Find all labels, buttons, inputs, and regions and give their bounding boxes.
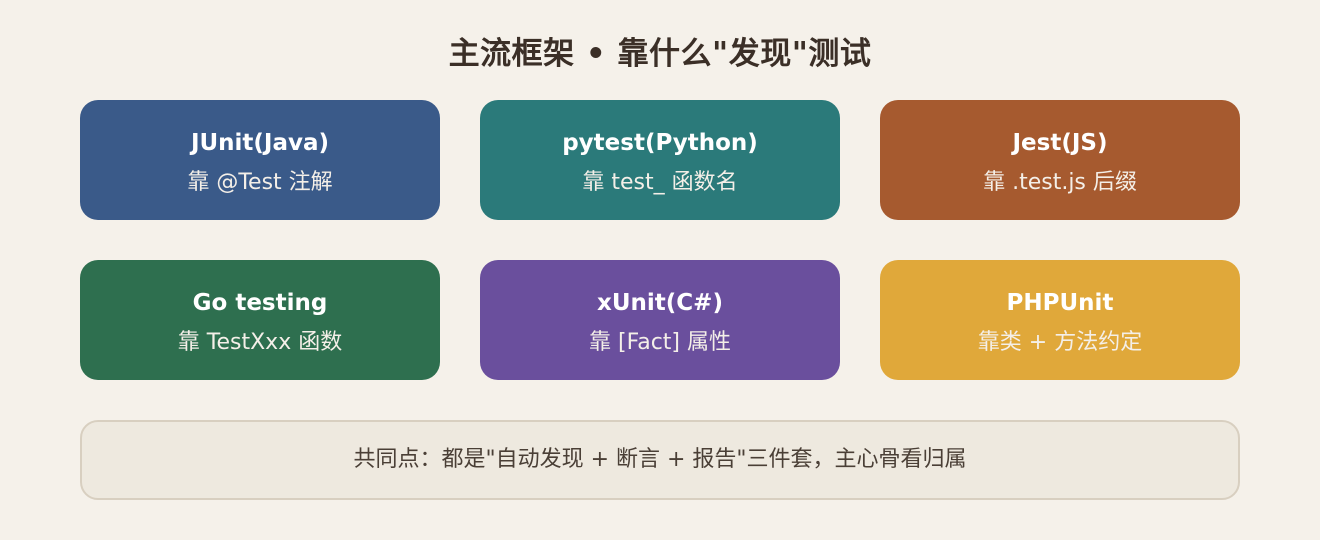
framework-name: Jest(JS) bbox=[1012, 130, 1108, 156]
framework-discovery-rule: 靠 .test.js 后缀 bbox=[983, 170, 1137, 195]
framework-card-jest: Jest(JS) 靠 .test.js 后缀 bbox=[880, 100, 1240, 220]
framework-discovery-rule: 靠 @Test 注解 bbox=[187, 170, 333, 195]
framework-name: pytest(Python) bbox=[562, 130, 758, 156]
page-title: 主流框架 • 靠什么"发现"测试 bbox=[448, 36, 872, 72]
framework-discovery-rule: 靠 test_ 函数名 bbox=[582, 170, 738, 195]
summary-box: 共同点：都是"自动发现 + 断言 + 报告"三件套，主心骨看归属 bbox=[80, 420, 1240, 500]
framework-card-phpunit: PHPUnit 靠类 + 方法约定 bbox=[880, 260, 1240, 380]
framework-card-xunit: xUnit(C#) 靠 [Fact] 属性 bbox=[480, 260, 840, 380]
framework-card-pytest: pytest(Python) 靠 test_ 函数名 bbox=[480, 100, 840, 220]
framework-name: Go testing bbox=[192, 290, 328, 316]
framework-name: xUnit(C#) bbox=[597, 290, 723, 316]
framework-discovery-rule: 靠 [Fact] 属性 bbox=[589, 330, 731, 355]
framework-name: PHPUnit bbox=[1006, 290, 1114, 316]
framework-card-junit: JUnit(Java) 靠 @Test 注解 bbox=[80, 100, 440, 220]
framework-discovery-rule: 靠类 + 方法约定 bbox=[977, 330, 1143, 355]
framework-discovery-rule: 靠 TestXxx 函数 bbox=[177, 330, 343, 355]
framework-name: JUnit(Java) bbox=[190, 130, 330, 156]
framework-card-go-testing: Go testing 靠 TestXxx 函数 bbox=[80, 260, 440, 380]
